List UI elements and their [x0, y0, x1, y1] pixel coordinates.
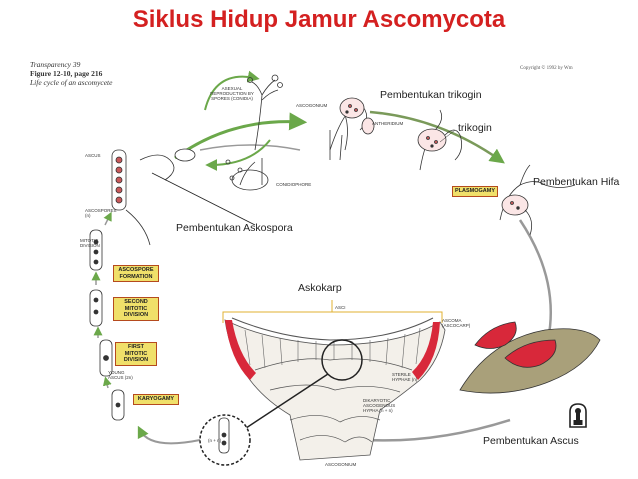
figure-header: Transparency 39 Figure 12-10, page 216 L…	[30, 60, 112, 87]
copyright-text: Copyright © 1992 by Wm	[520, 66, 573, 71]
header-line-2: Figure 12-10, page 216	[30, 69, 103, 78]
stage-plasmogamy: PLASMOGAMY	[452, 186, 498, 197]
fig-label-ascoma: ASCOMA (ASCOCARP)	[442, 318, 471, 328]
label-askokarp: Askokarp	[298, 282, 342, 294]
label-ascospore-formation: Pembentukan Askospora	[176, 222, 293, 234]
header-line-3: Life cycle of an ascomycete	[30, 78, 113, 87]
left-column-arrows	[91, 211, 112, 389]
label-trikogin: trikogin	[458, 122, 492, 134]
header-line-1: Transparency 39	[30, 60, 81, 69]
fig-label-antheridium: ANTHERIDIUM	[372, 121, 404, 126]
fig-label-conidiophore: CONIDIOPHORE	[276, 182, 312, 187]
cycle-arrow-left	[137, 425, 201, 445]
askokarp-section	[224, 317, 446, 461]
zoom-circle-content	[218, 417, 230, 454]
ascospore-callout-line	[151, 172, 256, 226]
fig-label-sterile: STERILE HYPHAE (n)	[392, 372, 418, 382]
cycle-arrow-right	[518, 219, 558, 346]
fig-label-asexual: ASEXUAL REPRODUCTION BY SPORES (CONIDIA)	[210, 86, 254, 101]
fig-label-ascus: ASCUS	[85, 153, 101, 158]
asexual-loop-arrow	[204, 70, 260, 111]
zoom-circle	[199, 414, 251, 466]
stage-ascospore-formation: ASCOSPORE FORMATION	[113, 265, 159, 282]
conidiophore-cluster	[225, 74, 283, 191]
magnifier-circle	[321, 339, 363, 381]
fig-label-dikaryotic: DIKARYOTIC ASCOGENOUS HYPHA (n + n)	[363, 398, 396, 413]
fig-label-mitotic: MITOTIC DIVISION	[80, 238, 100, 248]
fig-label-ascogonium-bottom: ASCOGONIUM	[325, 462, 357, 467]
trikogin-structure	[417, 109, 463, 171]
ascoma-fruiting-body	[459, 321, 601, 394]
page-title: Siklus Hidup Jamur Ascomycota	[132, 6, 506, 33]
stage-karyogamy: KARYOGAMY	[133, 394, 179, 405]
stage-first-division: FIRST MITOTIC DIVISION	[115, 342, 157, 366]
cycle-arrow-inner	[199, 144, 301, 151]
ascogonium-antheridium	[329, 97, 375, 161]
magnifier-pointer	[239, 373, 329, 433]
ascus-column	[89, 148, 196, 421]
askokarp-bracket	[222, 300, 443, 323]
label-trikogin-formation: Pembentukan trikogin	[380, 89, 482, 101]
label-hyphae-formation: Pembentukan Hifa	[533, 176, 620, 188]
keyhole-logo-icon	[569, 403, 587, 428]
trikogin-callout-line	[439, 129, 456, 143]
fig-label-ascospores: ASCOSPORES (n)	[85, 208, 117, 218]
fig-label-ascogonium: ASCOGONIUM	[296, 103, 328, 108]
hyphae-structure	[499, 164, 576, 236]
fig-label-asci: ASCI	[335, 305, 346, 310]
fig-label-nn: (n + n)	[208, 438, 222, 443]
fig-label-young-ascus: YOUNG ASCUS (2n)	[108, 370, 133, 380]
label-ascus-formation: Pembentukan Ascus	[483, 435, 579, 447]
asexual-return-arrow	[205, 139, 271, 171]
stage-second-division: SECOND MITOTIC DIVISION	[113, 297, 159, 321]
